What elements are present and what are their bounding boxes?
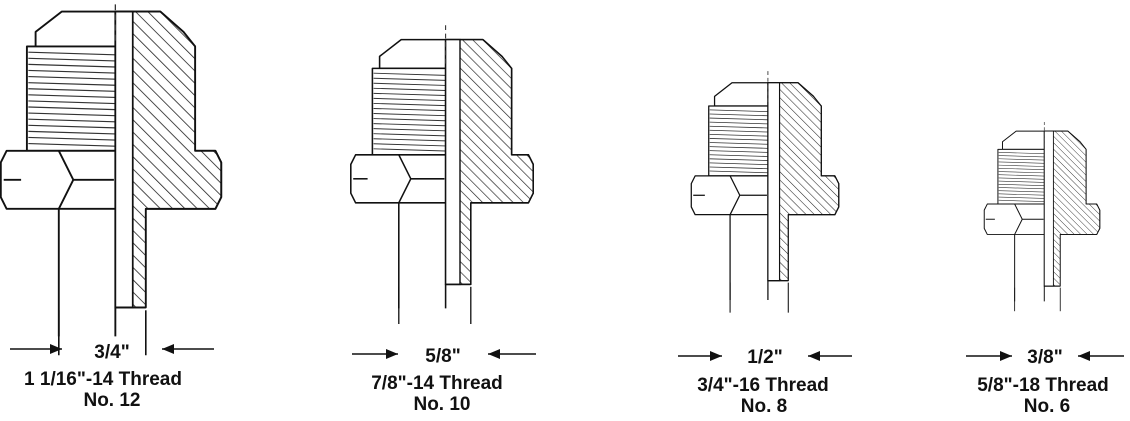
dimension-callouts: 3/4" 1 1/16"-14 Thread No. 12 5/8" 7/8"-… [10,342,1124,417]
hatched-wall-section [114,10,223,309]
hex-flat-lines [398,154,445,204]
thread-lines [373,72,446,152]
size-number-label: No. 8 [741,396,787,417]
tube-body [57,208,117,337]
dimension-callout-no-6: 3/8" 5/8"-18 Thread No. 6 [966,347,1124,417]
tube-body [1014,234,1045,302]
dimension-text: 3/4" [94,342,129,363]
fitting-no-12 [0,0,223,356]
fitting-no-10 [350,25,534,325]
size-number-label: No. 12 [83,390,140,411]
fitting-no-8 [690,71,840,313]
thread-lines [998,152,1045,202]
fitting-drawing [690,71,840,313]
bore [114,10,134,309]
thread-label: 1 1/16"-14 Thread [24,369,182,390]
hex-flat-lines [1014,203,1044,235]
fitting-no-6 [983,121,1101,312]
fitting-drawing [983,121,1101,312]
dimension-text: 3/8" [1027,347,1062,368]
hex-flat-lines [729,175,767,215]
hatched-wall-section [767,82,840,282]
size-number-label: No. 10 [413,394,470,415]
thread-label: 7/8"-14 Thread [371,373,503,394]
size-number-label: No. 6 [1024,396,1070,417]
tube-body [729,214,769,301]
dimension-callout-no-10: 5/8" 7/8"-14 Thread No. 10 [352,346,536,415]
bore [444,38,461,286]
thread-lines [709,109,768,174]
bore [1043,130,1054,287]
hex-flat-lines [57,150,114,210]
fitting-drawing [350,25,534,325]
dimension-callout-no-8: 1/2" 3/4"-16 Thread No. 8 [678,347,852,417]
bore [767,82,781,282]
tube-body [398,202,447,309]
fitting-drawing [0,0,223,356]
dimension-text: 5/8" [425,346,460,367]
thread-label: 3/4"-16 Thread [697,375,829,396]
thread-label: 5/8"-18 Thread [977,375,1109,396]
dimension-callout-no-12: 3/4" 1 1/16"-14 Thread No. 12 [10,342,214,411]
dimension-text: 1/2" [747,347,782,368]
thread-lines [28,51,116,147]
